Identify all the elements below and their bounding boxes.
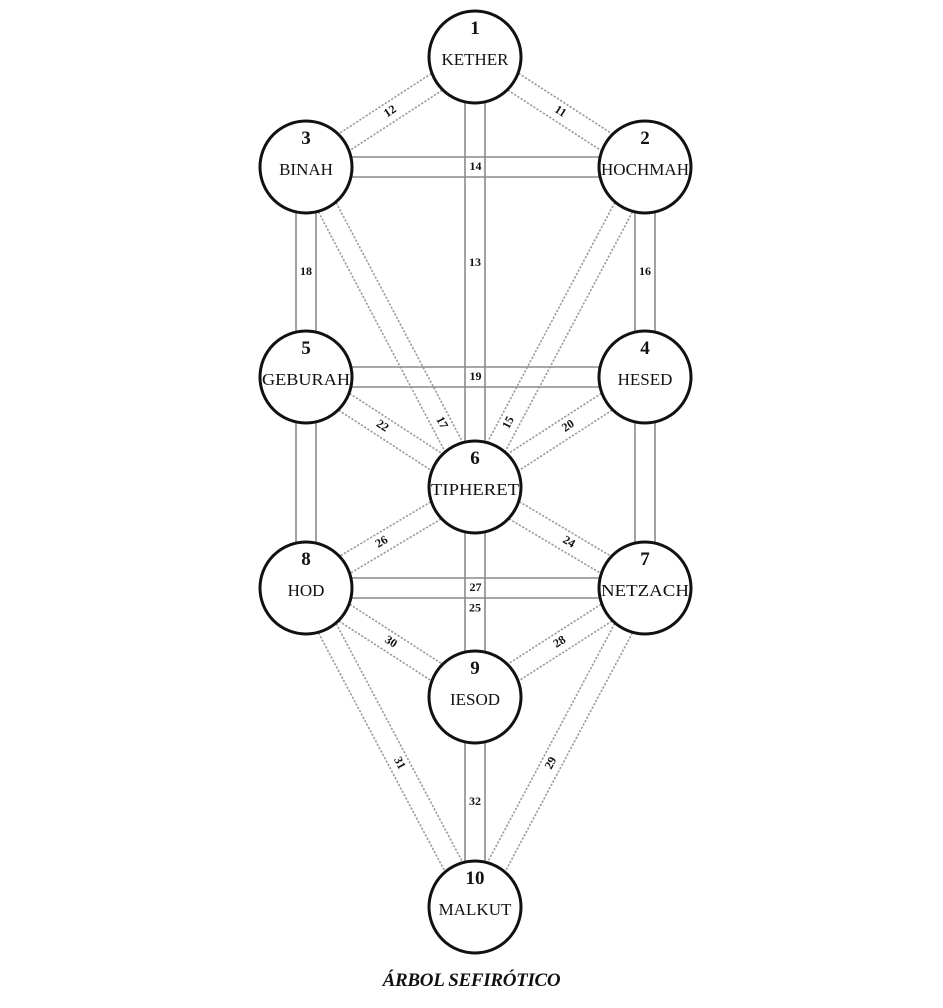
path-14 bbox=[306, 156, 645, 178]
sefira-name: KETHER bbox=[441, 50, 509, 69]
path-label-17: 17 bbox=[433, 414, 451, 431]
path-19 bbox=[306, 366, 645, 388]
sefira-name: GEBURAH bbox=[262, 370, 350, 389]
path-label-15: 15 bbox=[499, 414, 517, 431]
path-label-14: 14 bbox=[470, 159, 482, 173]
sefira-circle bbox=[597, 329, 693, 425]
path-edge-line bbox=[483, 592, 655, 913]
sefira-circle bbox=[427, 9, 523, 105]
sefira-name: HOCHMAH bbox=[601, 160, 689, 179]
path-label-27: 27 bbox=[470, 580, 482, 594]
path-label-18: 18 bbox=[300, 264, 312, 278]
sefira-circle bbox=[597, 119, 693, 215]
path-label-13: 13 bbox=[469, 255, 481, 269]
sefira-name: MALKUT bbox=[439, 900, 512, 919]
sefira-number: 9 bbox=[470, 658, 480, 679]
path-edge-line bbox=[465, 582, 637, 903]
sefira-number: 7 bbox=[640, 549, 650, 570]
path-edge-line bbox=[296, 171, 467, 493]
sefira-circle bbox=[427, 859, 523, 955]
path-label-12: 12 bbox=[381, 102, 399, 120]
path-edge-line bbox=[465, 161, 637, 483]
path-edge-line bbox=[314, 582, 485, 903]
path-15 bbox=[465, 161, 655, 493]
sefira-name: IESOD bbox=[450, 690, 500, 709]
path-edge-line bbox=[314, 161, 485, 483]
path-29 bbox=[465, 582, 655, 913]
sefira-number: 1 bbox=[470, 18, 480, 39]
sefira-circle bbox=[427, 649, 523, 745]
path-label-30: 30 bbox=[382, 632, 400, 650]
path-label-31: 31 bbox=[391, 754, 409, 771]
sefira-name: NETZACH bbox=[601, 581, 689, 600]
path-edge-line bbox=[483, 171, 655, 493]
sefira-name: TIPHERET bbox=[431, 480, 520, 499]
diagram-caption: ÁRBOL SEFIRÓTICO bbox=[382, 970, 561, 991]
path-13 bbox=[464, 57, 486, 487]
sefira-number: 8 bbox=[301, 549, 311, 570]
sefira-circle bbox=[258, 540, 354, 636]
sefira-number: 10 bbox=[466, 868, 485, 889]
path-label-25: 25 bbox=[469, 601, 481, 615]
path-17 bbox=[296, 161, 485, 493]
path-27 bbox=[306, 577, 645, 599]
sefira-number: 5 bbox=[301, 338, 311, 359]
sefira-number: 4 bbox=[640, 338, 650, 359]
sefira-circle bbox=[258, 329, 354, 425]
sefira-number: 3 bbox=[301, 128, 311, 149]
path-edge-line bbox=[296, 592, 467, 913]
sefira-name: HESED bbox=[618, 370, 673, 389]
sefira-name: BINAH bbox=[279, 160, 333, 179]
path-label-19: 19 bbox=[470, 369, 482, 383]
sefira-circle bbox=[597, 540, 693, 636]
sefira-number: 2 bbox=[640, 128, 650, 149]
path-31 bbox=[296, 582, 485, 913]
path-label-16: 16 bbox=[639, 264, 651, 278]
sefira-number: 6 bbox=[470, 448, 480, 469]
sefira-circle bbox=[258, 119, 354, 215]
path-label-29: 29 bbox=[541, 754, 559, 771]
sefira-circle bbox=[427, 439, 523, 535]
sefira-name: HOD bbox=[288, 581, 325, 600]
path-label-32: 32 bbox=[469, 794, 481, 808]
